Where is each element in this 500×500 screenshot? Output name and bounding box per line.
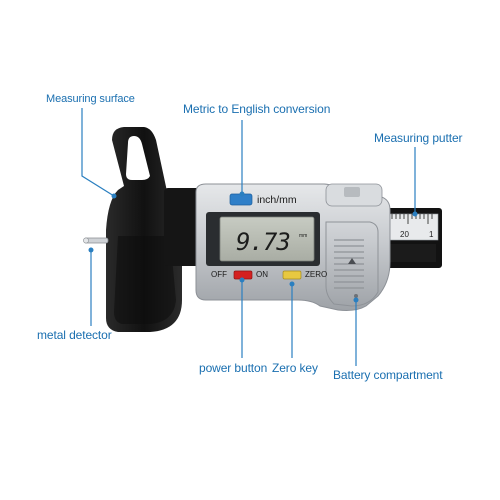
on-label: ON: [256, 270, 268, 279]
scale-number: 20: [400, 230, 409, 239]
battery-cover-screw: [354, 294, 358, 298]
label-measuring-putter: Measuring putter: [374, 131, 463, 145]
off-label: OFF: [211, 270, 227, 279]
label-metal-detector: metal detector: [37, 328, 112, 342]
leader-dots: [88, 191, 418, 303]
metal-detector-pin: [83, 237, 109, 244]
lcd-unit: mm: [299, 233, 307, 239]
gauge-neck: [164, 188, 200, 266]
lcd-display: 9.73 mm: [206, 212, 320, 266]
power-button-group[interactable]: OFF ON: [211, 270, 268, 280]
label-zero-key: Zero key: [272, 361, 318, 375]
zero-label: ZERO: [305, 270, 327, 279]
label-measuring-surface: Measuring surface: [46, 93, 135, 105]
zero-button[interactable]: [282, 270, 302, 280]
lcd-reading: 9.73: [236, 228, 290, 256]
scale-number-small: 1: [429, 230, 434, 239]
inch-mm-label: inch/mm: [257, 194, 297, 206]
label-metric-conversion: Metric to English conversion: [183, 102, 331, 116]
label-power-button: power button: [199, 361, 268, 375]
slide-grip: [334, 239, 364, 289]
leader-measuring-surface: [81, 108, 115, 197]
inch-mm-button[interactable]: inch/mm: [229, 193, 297, 206]
label-battery-compartment: Battery compartment: [333, 368, 443, 382]
measuring-base: [106, 127, 182, 332]
leader-lines: [81, 108, 416, 366]
zero-key-group[interactable]: ZERO: [282, 270, 327, 280]
